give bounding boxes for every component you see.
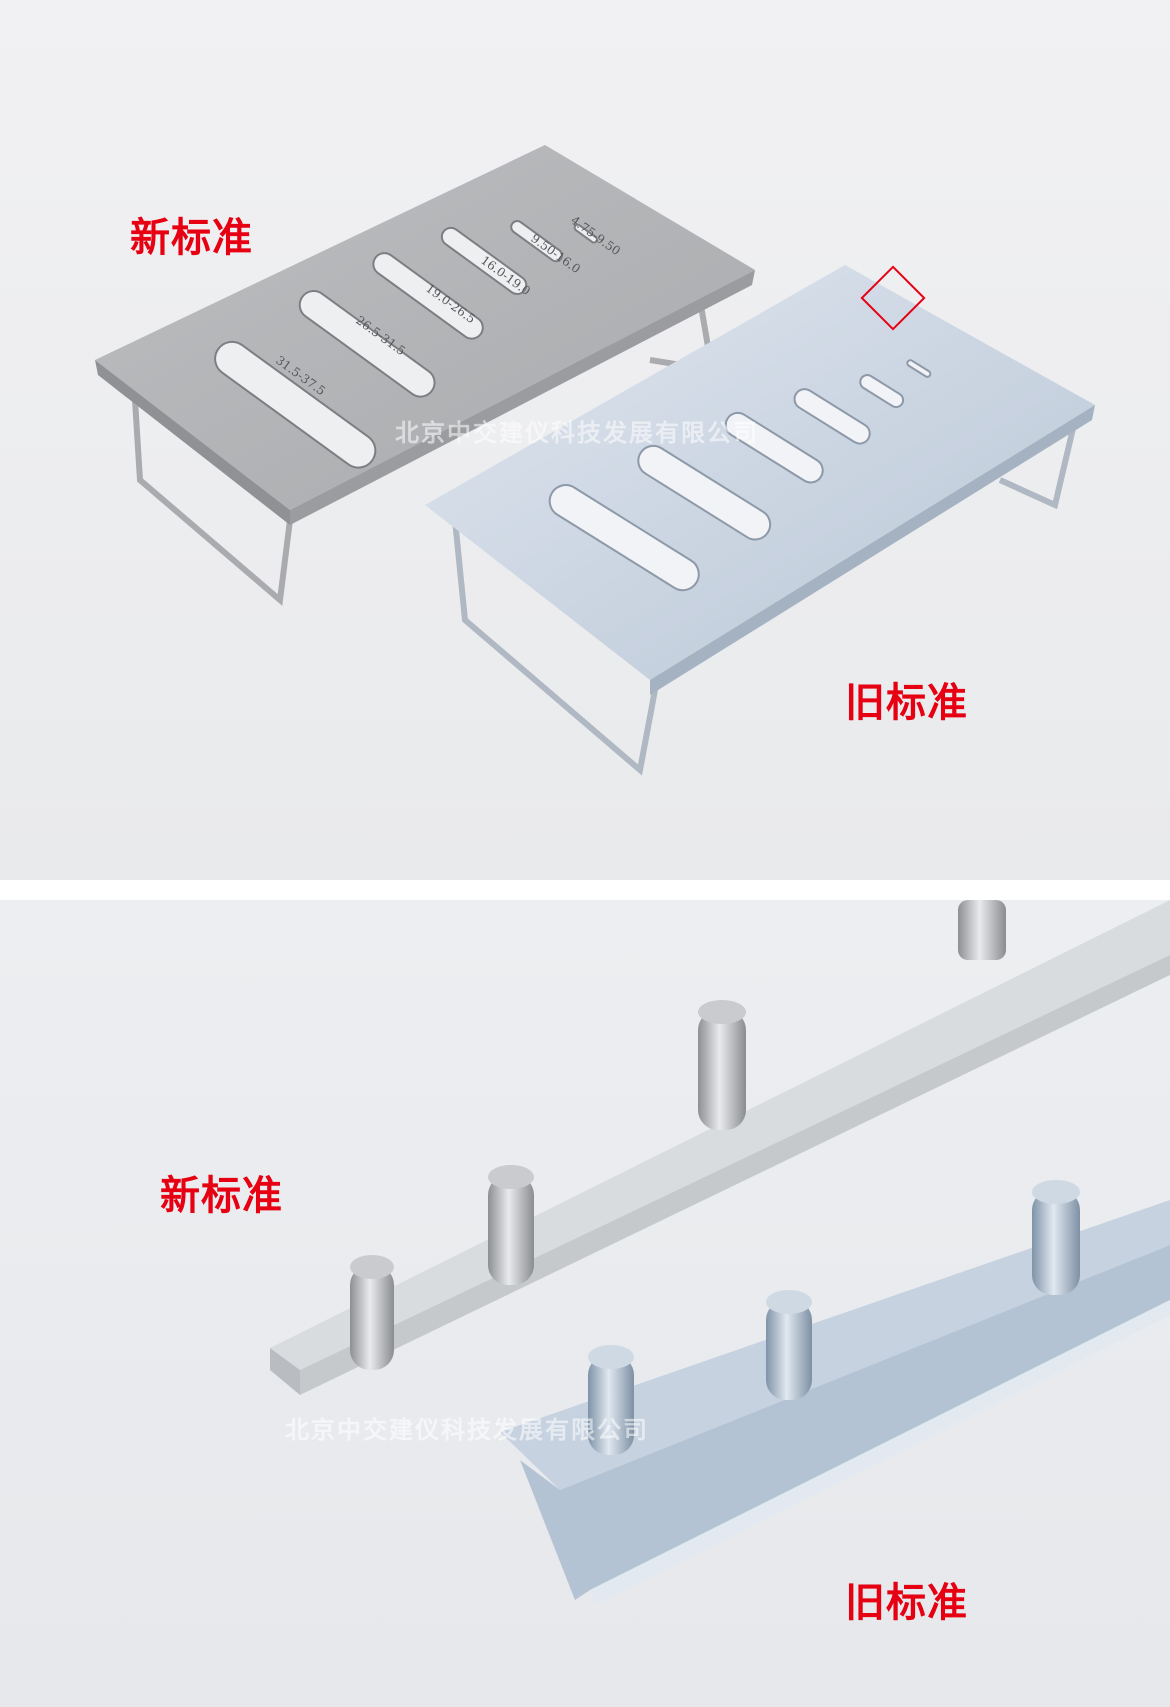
old-gauge-legs (452, 419, 1078, 776)
old-standard-gauge-plate (425, 265, 1095, 695)
new-standard-label: 新标准 (130, 215, 253, 261)
watermark: 北京中交建仪科技发展有限公司 (395, 419, 759, 447)
pins (588, 1180, 1080, 1455)
old-standard-bar (500, 1180, 1170, 1605)
new-standard-label: 新标准 (160, 1173, 283, 1219)
diamond-sticker-icon (860, 265, 926, 331)
new-standard-gauge-plate: 4.75-9.50 9.50-16.0 16.0-19.0 19.0-26.5 … (95, 145, 755, 525)
sieve-slots (214, 220, 598, 469)
pins (350, 900, 1006, 1370)
old-standard-label: 旧标准 (845, 680, 968, 726)
flakiness-gauges-illustration: 4.75-9.50 9.50-16.0 16.0-19.0 19.0-26.5 … (95, 145, 1095, 776)
new-standard-bar (270, 900, 1170, 1395)
top-photo-panel: 4.75-9.50 9.50-16.0 16.0-19.0 19.0-26.5 … (0, 0, 1170, 880)
watermark: 北京中交建仪科技发展有限公司 (285, 1416, 649, 1444)
sieve-slots (548, 359, 932, 592)
elongation-gauges-illustration (270, 900, 1170, 1605)
old-standard-label: 旧标准 (845, 1580, 968, 1626)
bottom-photo-panel: 北京中交建仪科技发展有限公司 新标准 旧标准 (0, 900, 1170, 1707)
